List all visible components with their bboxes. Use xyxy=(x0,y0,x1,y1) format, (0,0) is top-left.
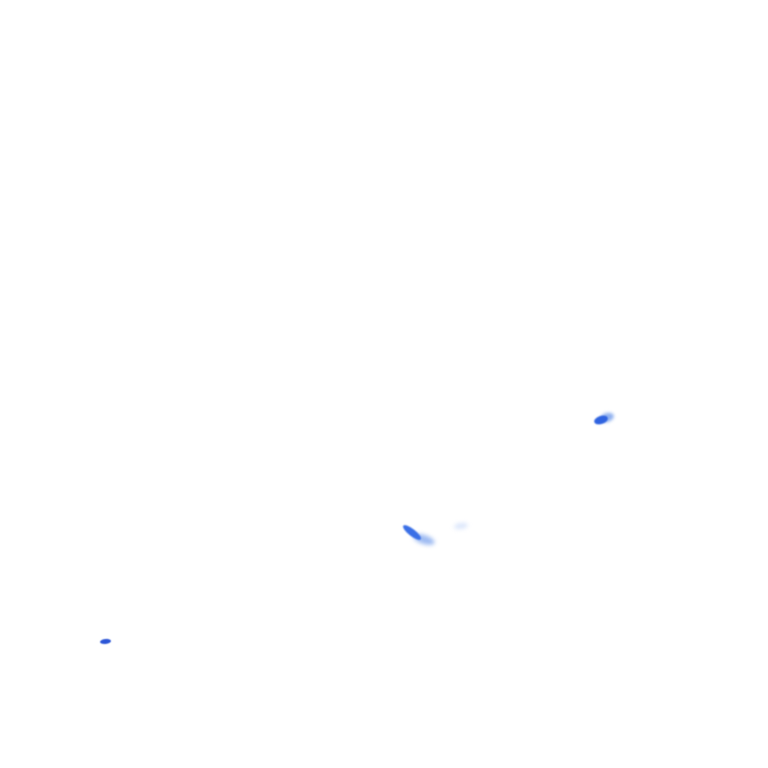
paint-fleck-right-halo xyxy=(598,411,616,424)
paint-dot-lower-left xyxy=(99,638,112,645)
paint-streak-center xyxy=(401,522,423,543)
paint-streak-center-tail xyxy=(412,531,436,548)
paint-fleck-right xyxy=(593,414,609,426)
paint-fleck-center-faint xyxy=(453,522,469,530)
